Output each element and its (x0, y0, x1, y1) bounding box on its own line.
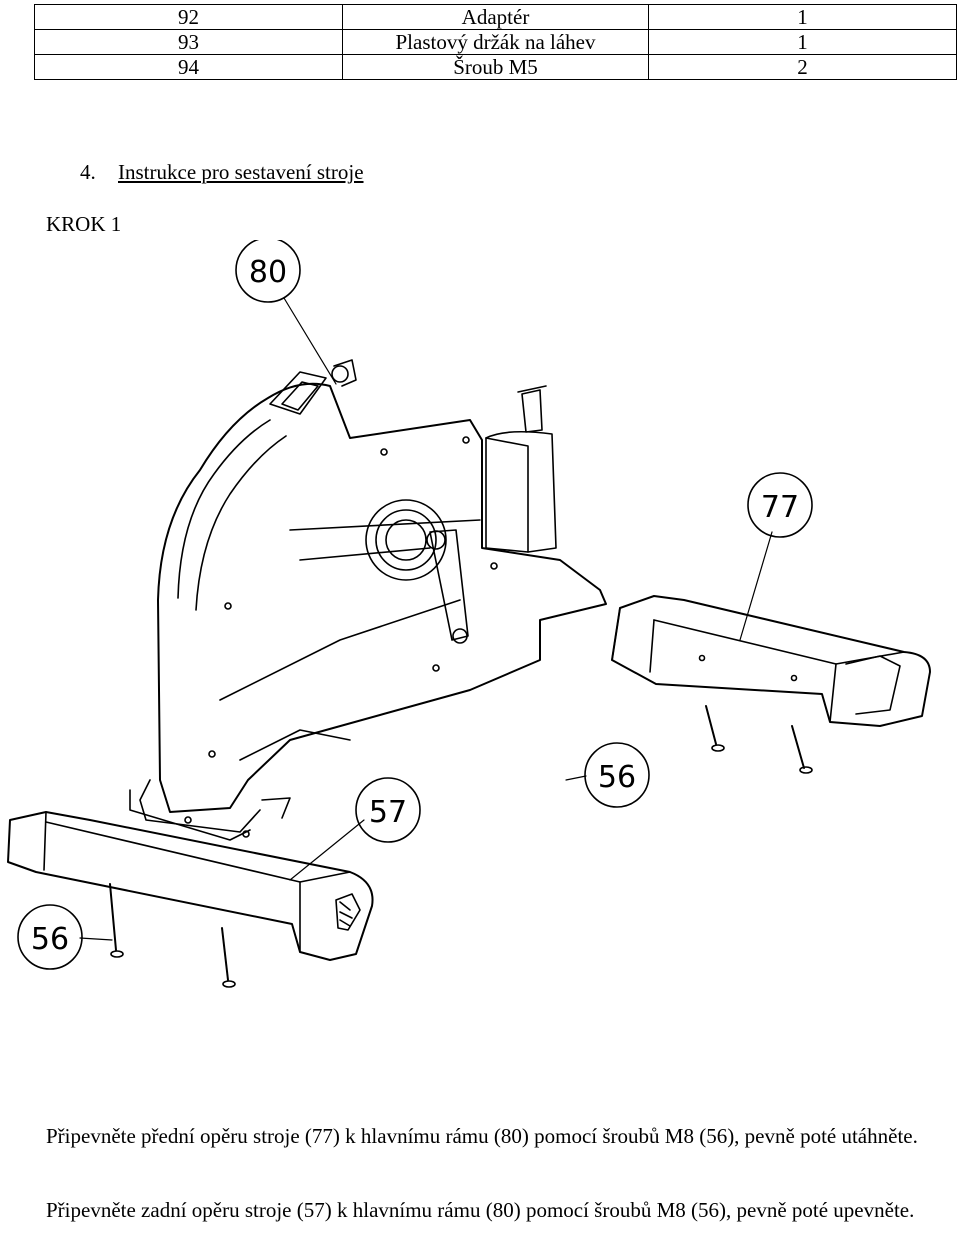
part-number: 92 (34, 4, 343, 30)
callout-circle (584, 742, 650, 808)
section-number: 4. (80, 160, 96, 184)
part-quantity: 1 (648, 4, 957, 30)
front-stabilizer (611, 595, 931, 727)
part-quantity: 1 (648, 29, 957, 55)
rear-stabilizer (7, 811, 374, 961)
table-row: 93 Plastový držák na láhev 1 (34, 29, 957, 55)
callout-label-rear-stabilizer: 57 (369, 795, 407, 830)
assembly-diagram: 80 77 56 57 56 (7, 240, 931, 988)
callout-label-bolts-rear: 56 (31, 922, 69, 957)
callout-circle (747, 472, 813, 538)
main-frame (129, 359, 607, 841)
section-title: Instrukce pro sestavení stroje (118, 160, 364, 184)
leader-lines (79, 297, 773, 941)
part-number: 93 (34, 29, 343, 55)
callout-label-front-stabilizer: 77 (761, 490, 799, 525)
part-name: Šroub M5 (342, 54, 649, 80)
instruction-paragraph: Připevněte přední opěru stroje (77) k hl… (46, 1124, 918, 1148)
front-bolts (705, 705, 813, 774)
part-name: Plastový držák na láhev (342, 29, 649, 55)
callout-circle (235, 240, 301, 303)
step-label: KROK 1 (46, 212, 122, 236)
table-row: 92 Adaptér 1 (34, 4, 957, 30)
part-quantity: 2 (648, 54, 957, 80)
callout-label-frame: 80 (249, 255, 287, 290)
rear-bolts (109, 883, 236, 988)
table-row: 94 Šroub M5 2 (34, 54, 957, 80)
section-heading: 4. Instrukce pro sestavení stroje (80, 160, 364, 185)
callout-circle (17, 904, 83, 970)
instruction-paragraph: Připevněte zadní opěru stroje (57) k hla… (46, 1198, 915, 1222)
part-number: 94 (34, 54, 343, 80)
part-name: Adaptér (342, 4, 649, 30)
callout-label-bolts-front: 56 (598, 760, 636, 795)
callout-circle (355, 777, 421, 843)
parts-table: 92 Adaptér 1 93 Plastový držák na láhev … (34, 4, 957, 80)
